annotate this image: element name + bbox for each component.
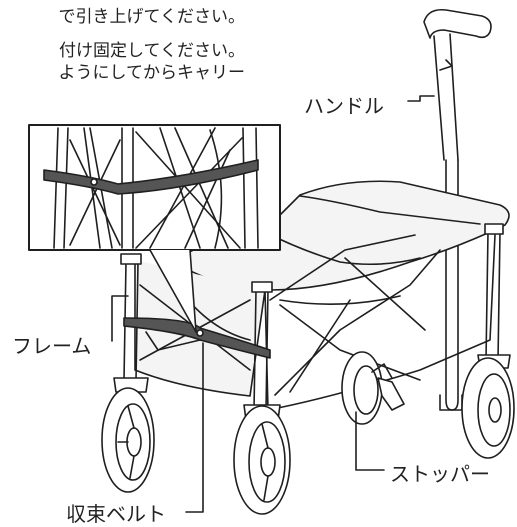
label-handle: ハンドル bbox=[304, 94, 384, 118]
leader-stopper bbox=[355, 411, 385, 471]
wheel-front-left bbox=[101, 387, 155, 493]
instruction-line-2: 付け固定してください。 bbox=[59, 41, 245, 61]
label-belt: 収束ベルト bbox=[66, 502, 166, 526]
instruction-line-1: で引き上げてください。 bbox=[58, 7, 246, 27]
handle-drawing bbox=[423, 8, 492, 411]
leader-belt bbox=[185, 342, 204, 513]
instruction-line-3: ようにしてからキャリー bbox=[58, 63, 246, 83]
label-frame: フレーム bbox=[12, 334, 92, 358]
leader-frame bbox=[111, 295, 129, 342]
leader-handle bbox=[407, 95, 435, 102]
zoom-inset bbox=[28, 124, 281, 333]
wheel-rear-right bbox=[461, 357, 515, 459]
stopper-drawing bbox=[371, 363, 405, 411]
wheel-front-right bbox=[233, 405, 291, 515]
wheel-rear-left bbox=[341, 351, 383, 425]
label-stopper: ストッパー bbox=[390, 462, 490, 486]
